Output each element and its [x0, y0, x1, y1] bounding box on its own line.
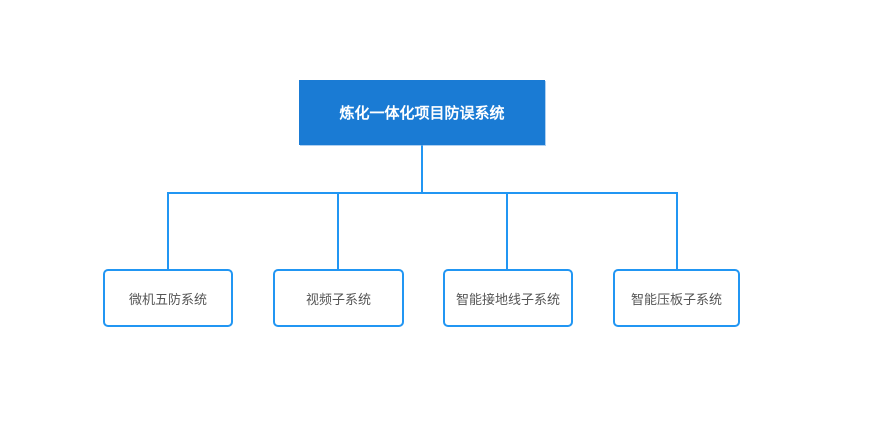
root-node[interactable]: 炼化一体化项目防误系统 [299, 80, 545, 145]
connector-drop-3 [506, 192, 508, 270]
connector-drop-4 [676, 192, 678, 270]
child-node-grounding-wire-subsystem[interactable]: 智能接地线子系统 [443, 269, 573, 327]
connector-drop-1 [167, 192, 169, 270]
child-node-label: 智能压板子系统 [630, 291, 722, 307]
child-node-video-subsystem[interactable]: 视频子系统 [273, 269, 404, 327]
connector-horizontal-rail [167, 192, 678, 194]
child-node-label: 视频子系统 [305, 291, 371, 307]
root-node-label: 炼化一体化项目防误系统 [339, 105, 505, 122]
connector-root-stem [421, 145, 423, 193]
connector-drop-2 [337, 192, 339, 270]
child-node-wuji-wufang[interactable]: 微机五防系统 [103, 269, 233, 327]
child-node-label: 智能接地线子系统 [455, 291, 560, 307]
child-node-label: 微机五防系统 [128, 291, 207, 307]
child-node-pressure-plate-subsystem[interactable]: 智能压板子系统 [613, 269, 740, 327]
